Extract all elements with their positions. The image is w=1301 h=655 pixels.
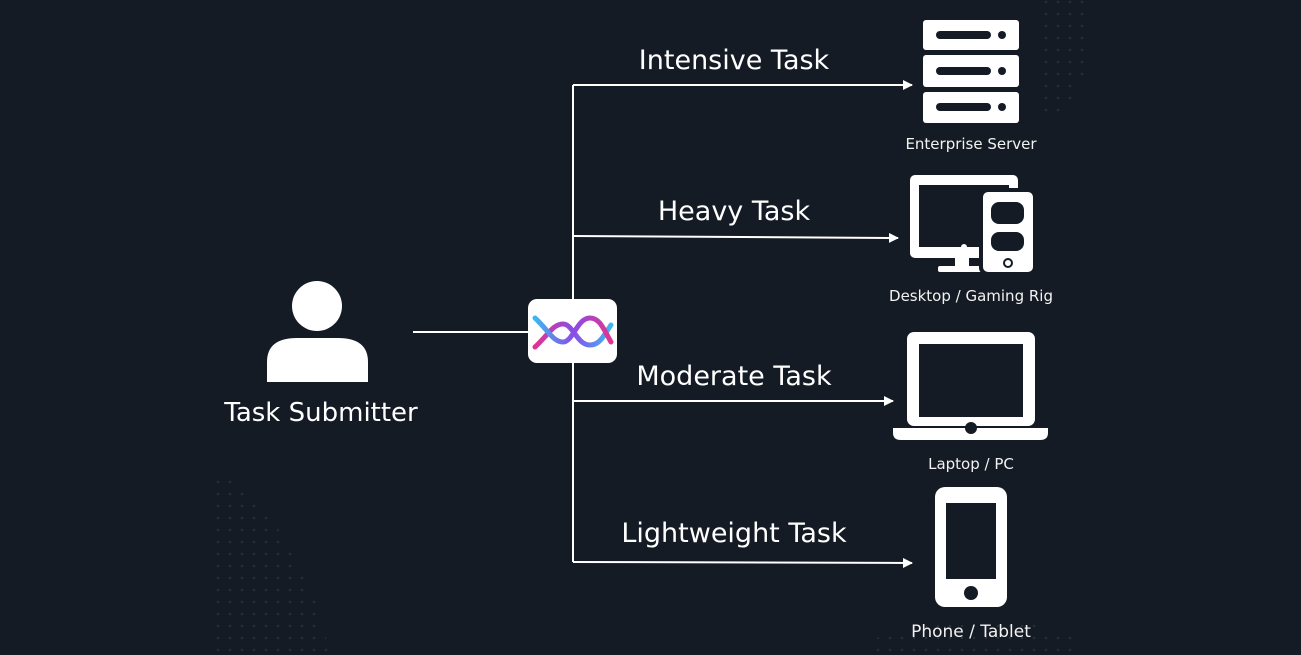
task-label-lightweight: Lightweight Task xyxy=(621,518,847,549)
task-label-moderate: Moderate Task xyxy=(636,361,832,392)
desktop-icon xyxy=(910,175,1035,274)
task-label-heavy: Heavy Task xyxy=(658,196,811,227)
device-label-phone: Phone / Tablet xyxy=(911,622,1031,642)
submitter-label: Task Submitter xyxy=(223,398,418,428)
background-dots xyxy=(215,0,1091,655)
device-label-laptop: Laptop / PC xyxy=(928,455,1014,473)
branch-arrow-lightweight xyxy=(572,557,913,568)
device-label-server: Enterprise Server xyxy=(905,135,1037,153)
server-icon xyxy=(923,20,1019,123)
person-icon xyxy=(267,281,368,382)
laptop-icon xyxy=(893,332,1048,440)
device-label-desktop: Desktop / Gaming Rig xyxy=(889,287,1053,305)
phone-icon xyxy=(935,487,1007,607)
branch-arrow-heavy xyxy=(572,232,899,243)
network-logo-icon xyxy=(528,299,617,363)
task-label-intensive: Intensive Task xyxy=(639,45,830,76)
